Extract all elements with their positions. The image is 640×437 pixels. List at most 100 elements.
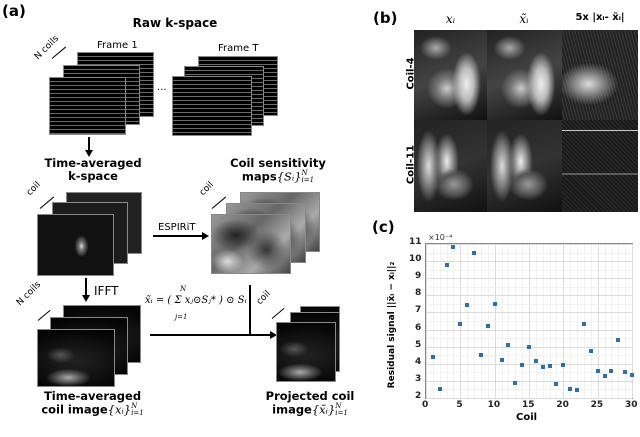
grid-line	[426, 355, 632, 357]
data-point	[609, 368, 614, 373]
x-tick-label: 30	[625, 400, 638, 410]
x-tick-label: 20	[556, 400, 569, 410]
coil-image-title-prefix: coil image	[41, 402, 108, 417]
data-point	[575, 388, 580, 393]
grid-line	[426, 363, 632, 365]
projected-title-math: {x̃ᵢ}	[311, 402, 336, 417]
arrow-to-time-avg-kspace	[88, 137, 90, 152]
data-point	[472, 250, 477, 255]
time-avg-kspace-title: Time-averaged k-space	[38, 157, 148, 183]
ifft-label: IFFT	[94, 284, 119, 298]
frames-ellipsis: ...	[157, 82, 167, 93]
coil11-diff-image	[562, 120, 638, 212]
avg-kspace-coil1	[37, 214, 114, 276]
x-tick-label: 5	[456, 400, 463, 410]
n-coils-arrow-icon	[51, 46, 67, 59]
data-point	[513, 380, 518, 385]
coil4-diff-image	[562, 30, 638, 120]
data-point	[499, 357, 504, 362]
scatter-plot-area	[425, 243, 634, 399]
grid-line	[426, 286, 632, 288]
data-point	[465, 302, 470, 307]
sensitivity-title-prefix: maps	[241, 169, 277, 184]
sensitivity-connector-line	[249, 285, 251, 335]
y-tick-label: 2	[415, 391, 422, 401]
sub: i=1	[131, 409, 144, 417]
projection-arrow	[150, 334, 270, 336]
kspace-frame1-coil1	[49, 77, 126, 135]
n-coils-axis-label: N coils	[14, 279, 44, 308]
x-tick-label: 10	[487, 400, 501, 410]
sup: N	[335, 402, 342, 410]
y-axis-label: Residual signal ||x̃ᵢ − xᵢ||₂	[387, 261, 397, 389]
data-point	[485, 324, 490, 329]
projection-formula: x̃ᵢ = ( Σ xⱼ⊙Sⱼ* ) ⊙ Sᵢ	[145, 295, 247, 306]
grid-line	[426, 303, 632, 305]
grid-line	[426, 329, 632, 331]
coil-axis-label: coil	[197, 179, 216, 198]
data-point	[547, 364, 552, 369]
y-tick-label: 3	[415, 373, 422, 384]
x-tick-label: 0	[422, 400, 429, 410]
coil-arrow-icon	[271, 307, 285, 319]
frame-t-label: Frame T	[218, 43, 259, 54]
y-tick-label: 8	[415, 288, 422, 299]
projected-title-line1: Projected coil	[265, 389, 355, 403]
data-point	[581, 322, 586, 327]
grid-line	[426, 244, 632, 245]
data-point	[630, 372, 634, 377]
y-tick-label: 5	[415, 339, 422, 350]
y-tick-label: 6	[415, 322, 422, 333]
data-point	[458, 322, 463, 327]
sens-map-coil1	[211, 214, 291, 274]
grid-line	[426, 372, 632, 374]
y-tick-label: 7	[415, 305, 422, 316]
coil4-xi-image	[414, 30, 487, 120]
formula-sum-upper: N	[180, 285, 187, 293]
col-label-diff: 5x |xᵢ- x̃ᵢ|	[575, 12, 625, 23]
coil4-xi-tilde-image	[487, 30, 562, 120]
raw-kspace-title: Raw k-space	[132, 16, 218, 30]
grid-line	[426, 398, 632, 399]
espirit-arrow	[153, 235, 203, 237]
grid-line	[426, 269, 632, 271]
arrow-down-icon	[82, 295, 90, 302]
y-tick-label: 4	[415, 356, 422, 367]
projected-image-1	[276, 322, 336, 382]
panel-b-label: (b)	[373, 9, 398, 27]
data-point	[527, 344, 531, 349]
data-point	[451, 245, 456, 250]
y-tick-label: 11	[409, 237, 422, 247]
arrow-right-icon	[270, 331, 277, 339]
espirit-label: ESPIRiT	[158, 222, 196, 233]
frame-1-label: Frame 1	[97, 40, 138, 51]
grid-line	[426, 380, 632, 382]
grid-line	[426, 312, 632, 314]
x-tick-label: 25	[590, 400, 604, 410]
data-point	[478, 353, 483, 358]
panel-a-label: (a)	[2, 2, 26, 20]
y-tick-label: 10	[409, 254, 422, 265]
grid-line	[632, 244, 633, 398]
data-point	[540, 365, 545, 370]
coil-image-title-math: {xᵢ}	[107, 402, 132, 417]
x-axis-label: Coil	[516, 412, 538, 423]
ifft-arrow	[85, 278, 87, 298]
data-point	[602, 373, 607, 378]
coil-axis-label: coil	[254, 288, 273, 307]
n-coils-axis-label: N coils	[32, 33, 62, 62]
data-point	[554, 382, 559, 387]
data-point	[595, 368, 600, 373]
arrow-right-icon	[202, 232, 209, 240]
sensitivity-title-math: {Sᵢ}	[276, 169, 302, 184]
time-avg-kspace-title-line2: k-space	[68, 169, 118, 183]
data-point	[444, 262, 449, 267]
n-coils-arrow-icon	[37, 309, 51, 321]
kspace-frameT-coil1	[172, 76, 252, 136]
col-label-xi-tilde: x̃ᵢ	[519, 12, 529, 26]
grid-line	[426, 389, 632, 391]
arrow-down-icon	[85, 150, 93, 157]
